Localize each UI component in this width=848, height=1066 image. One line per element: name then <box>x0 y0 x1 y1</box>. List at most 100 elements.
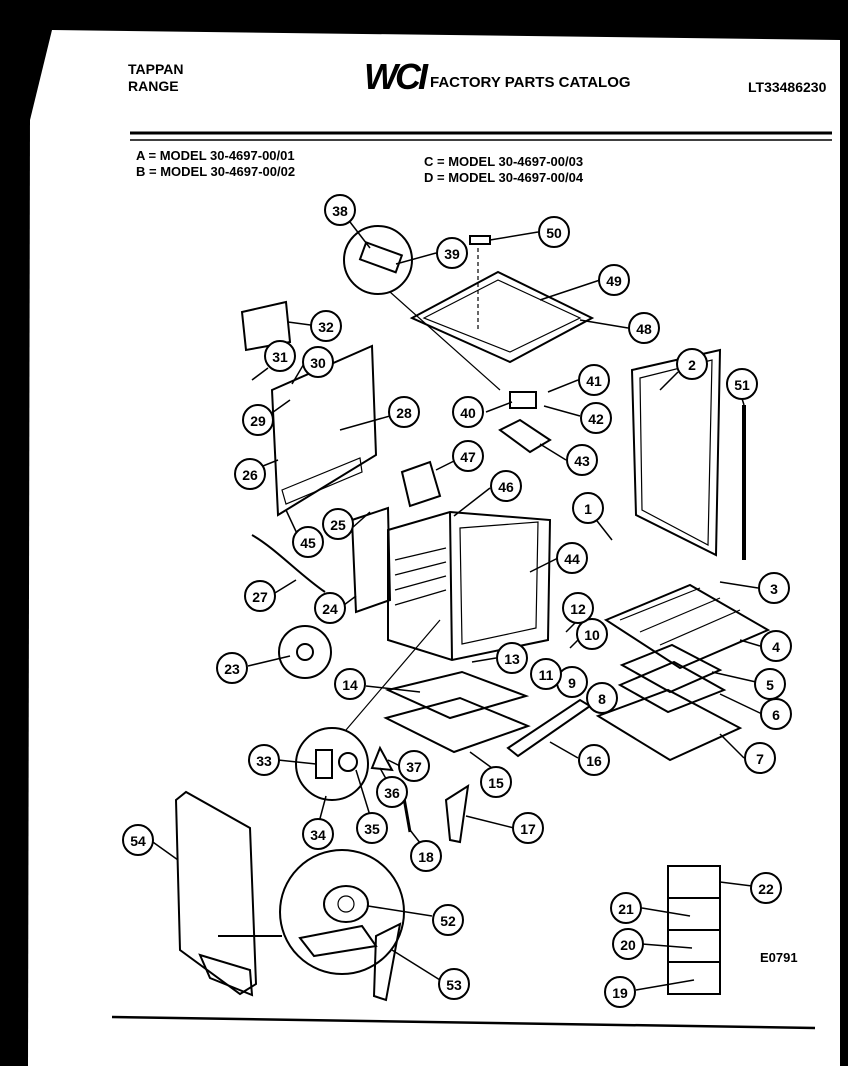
callout-bubble <box>586 682 618 714</box>
callout-25: 25 <box>322 508 354 540</box>
callout-label: 42 <box>588 411 604 427</box>
part-37 <box>370 745 394 772</box>
callout-3: 3 <box>758 572 790 604</box>
callout-bubble <box>438 968 470 1000</box>
callout-label: 39 <box>444 246 460 262</box>
callout-label: 40 <box>460 405 476 421</box>
callout-label: 4 <box>772 639 780 655</box>
part-27-wire <box>251 534 326 593</box>
callout-36: 36 <box>376 776 408 808</box>
callout-bubble <box>480 766 512 798</box>
callout-bubble <box>628 312 660 344</box>
callout-label: 50 <box>546 225 562 241</box>
callout-bubble <box>322 508 354 540</box>
part-24-panel <box>350 506 392 614</box>
callout-label: 43 <box>574 453 590 469</box>
callout-21: 21 <box>610 892 642 924</box>
callout-label: 48 <box>636 321 652 337</box>
callout-label: 27 <box>252 589 268 605</box>
callout-label: 49 <box>606 273 622 289</box>
callout-23: 23 <box>216 652 248 684</box>
callout-44: 44 <box>556 542 588 574</box>
callout-label: 9 <box>568 675 576 691</box>
part-26-back-panel <box>270 344 378 517</box>
model-c: C = MODEL 30-4697-00/03 <box>424 154 583 169</box>
footer-rule <box>111 1015 816 1030</box>
callout-18: 18 <box>410 840 442 872</box>
callout-bubble <box>760 698 792 730</box>
part-19 <box>667 961 721 995</box>
callout-bubble <box>398 750 430 782</box>
callout-bubble <box>388 396 420 428</box>
callout-label: 8 <box>598 691 606 707</box>
callout-bubble <box>410 840 442 872</box>
callout-bubble <box>604 976 636 1008</box>
detail-circle-33 <box>295 727 369 801</box>
callout-bubble <box>598 264 630 296</box>
callout-label: 1 <box>584 501 592 517</box>
brand-line-1: TAPPAN <box>128 61 183 77</box>
callout-43: 43 <box>566 444 598 476</box>
callout-bubble <box>432 904 464 936</box>
callout-37: 37 <box>398 750 430 782</box>
callout-bubble <box>436 237 468 269</box>
callout-49: 49 <box>598 264 630 296</box>
callout-label: 19 <box>612 985 628 1001</box>
callout-24: 24 <box>314 592 346 624</box>
callout-bubble <box>610 892 642 924</box>
callout-bubble <box>538 216 570 248</box>
callout-bubble <box>234 458 266 490</box>
callout-label: 31 <box>272 349 288 365</box>
callout-bubble <box>576 618 608 650</box>
callout-32: 32 <box>310 310 342 342</box>
callout-8: 8 <box>586 682 618 714</box>
callout-bubble <box>580 402 612 434</box>
part-54-bracket <box>174 790 258 996</box>
callout-9: 9 <box>556 666 588 698</box>
callout-45: 45 <box>292 526 324 558</box>
callout-bubble <box>310 310 342 342</box>
paper <box>28 30 840 1066</box>
svg-text:WCI: WCI <box>364 56 429 97</box>
callout-bubble <box>562 592 594 624</box>
callout-label: 16 <box>586 753 602 769</box>
callout-bubble <box>356 812 388 844</box>
part-53-mount <box>372 922 402 1002</box>
callout-38: 38 <box>324 194 356 226</box>
callout-bubble <box>744 742 776 774</box>
wci-logo: WCI <box>364 56 432 97</box>
callout-bubble <box>334 668 366 700</box>
callout-46: 46 <box>490 470 522 502</box>
callout-bubble <box>324 194 356 226</box>
callout-bubble <box>726 368 758 400</box>
callout-label: 2 <box>688 357 696 373</box>
callout-4: 4 <box>760 630 792 662</box>
callout-33: 33 <box>248 744 280 776</box>
callout-label: 38 <box>332 203 348 219</box>
callout-bubble <box>750 872 782 904</box>
model-d: D = MODEL 30-4697-00/04 <box>424 170 584 185</box>
callout-label: 41 <box>586 373 602 389</box>
part-40 <box>509 391 537 409</box>
part-cooktop <box>409 270 595 364</box>
callout-bubble <box>452 396 484 428</box>
callout-bubble <box>556 542 588 574</box>
callout-bubble <box>754 668 786 700</box>
callout-6: 6 <box>760 698 792 730</box>
part-47-duct <box>400 460 442 508</box>
callout-label: 32 <box>318 319 334 335</box>
part-52-blower <box>323 885 369 923</box>
callout-22: 22 <box>750 872 782 904</box>
callout-30: 30 <box>302 346 334 378</box>
callout-16: 16 <box>578 744 610 776</box>
callout-label: 25 <box>330 517 346 533</box>
callout-label: 3 <box>770 581 778 597</box>
callout-15: 15 <box>480 766 512 798</box>
callout-bubble <box>676 348 708 380</box>
callout-42: 42 <box>580 402 612 434</box>
callout-bubble <box>578 364 610 396</box>
callout-52: 52 <box>432 904 464 936</box>
callout-bubble <box>122 824 154 856</box>
callout-label: 36 <box>384 785 400 801</box>
